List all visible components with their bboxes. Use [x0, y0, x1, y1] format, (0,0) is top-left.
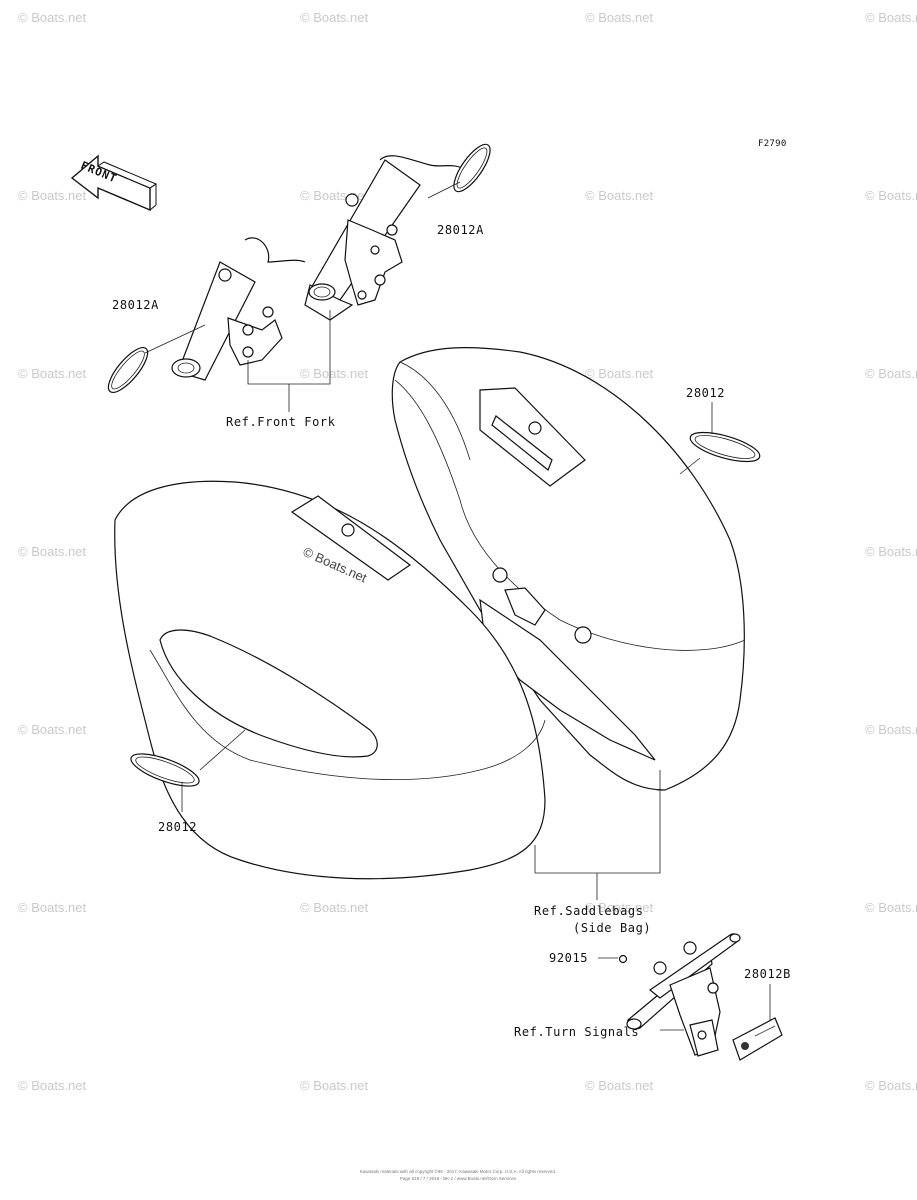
watermark: © Boats.net [585, 900, 654, 915]
label-28012A-top [453, 143, 491, 193]
callout-28012-right: 28012 [686, 386, 725, 400]
watermark: © Boats.net [300, 1078, 369, 1093]
label-28012-left [130, 753, 200, 787]
front-fork-left-leg [171, 237, 306, 381]
callout-28012A-top: 28012A [437, 223, 484, 237]
callout-28012-left: 28012 [158, 820, 197, 834]
watermark: © Boats.net [18, 544, 87, 559]
watermark: © Boats.net [18, 900, 87, 915]
callout-28012B: 28012B [744, 967, 791, 981]
saddlebag-right [391, 347, 746, 791]
watermark: © Boats.net [300, 900, 369, 915]
leader-28012A-top [427, 181, 461, 199]
nut-92015 [618, 954, 628, 964]
turn-signal-bracket [626, 933, 741, 1057]
watermark: © Boats.net [585, 10, 654, 25]
leader-28012-right [679, 457, 701, 475]
watermark: © Boats.net [585, 188, 654, 203]
leader-28012-left-diag [199, 729, 246, 771]
watermark: © Boats.net [300, 10, 369, 25]
label-28012B [732, 1017, 783, 1061]
watermark: © Boats.net [585, 366, 654, 381]
footer-line1: Kawasaki materials with all copyright ©9… [360, 1168, 556, 1174]
watermark: © Boats.net [18, 722, 87, 737]
label-28012-right [689, 431, 761, 463]
watermark: © Boats.net [18, 1078, 87, 1093]
front-fork-right-leg [304, 155, 466, 321]
watermark: © Boats.net [18, 188, 87, 203]
ref-front-fork: Ref.Front Fork [226, 415, 336, 429]
ref-saddlebags-line1: Ref.Saddlebags [534, 904, 644, 918]
footer-line2: Page 619 / 7 / 2018 - BK-2 / www.Boats.n… [400, 1176, 517, 1181]
watermark: © Boats.net [300, 366, 369, 381]
watermark: © Boats.net [865, 10, 917, 25]
bracket-saddlebags [534, 770, 661, 874]
watermark: © Boats.net [18, 10, 87, 25]
callout-92015: 92015 [549, 951, 588, 965]
watermark: © Boats.net [18, 366, 87, 381]
label-28012A-left [107, 347, 149, 393]
callout-28012A-left: 28012A [112, 298, 159, 312]
watermark: © Boats.net [865, 366, 917, 381]
saddlebag-left: © Boats.net [114, 480, 546, 880]
watermark: © Boats.net [585, 1078, 654, 1093]
watermark: © Boats.net [865, 1078, 917, 1093]
watermark: © Boats.net [865, 544, 917, 559]
ref-turn-signals: Ref.Turn Signals [514, 1025, 639, 1039]
figure-code: F2790 [758, 139, 787, 149]
front-arrow: FRONT [70, 154, 158, 212]
watermark: © Boats.net [865, 188, 917, 203]
watermark: © Boats.net [865, 900, 917, 915]
watermark: © Boats.net [865, 722, 917, 737]
leader-28012A-left [144, 324, 206, 354]
ref-saddlebags-line2: (Side Bag) [573, 921, 651, 935]
